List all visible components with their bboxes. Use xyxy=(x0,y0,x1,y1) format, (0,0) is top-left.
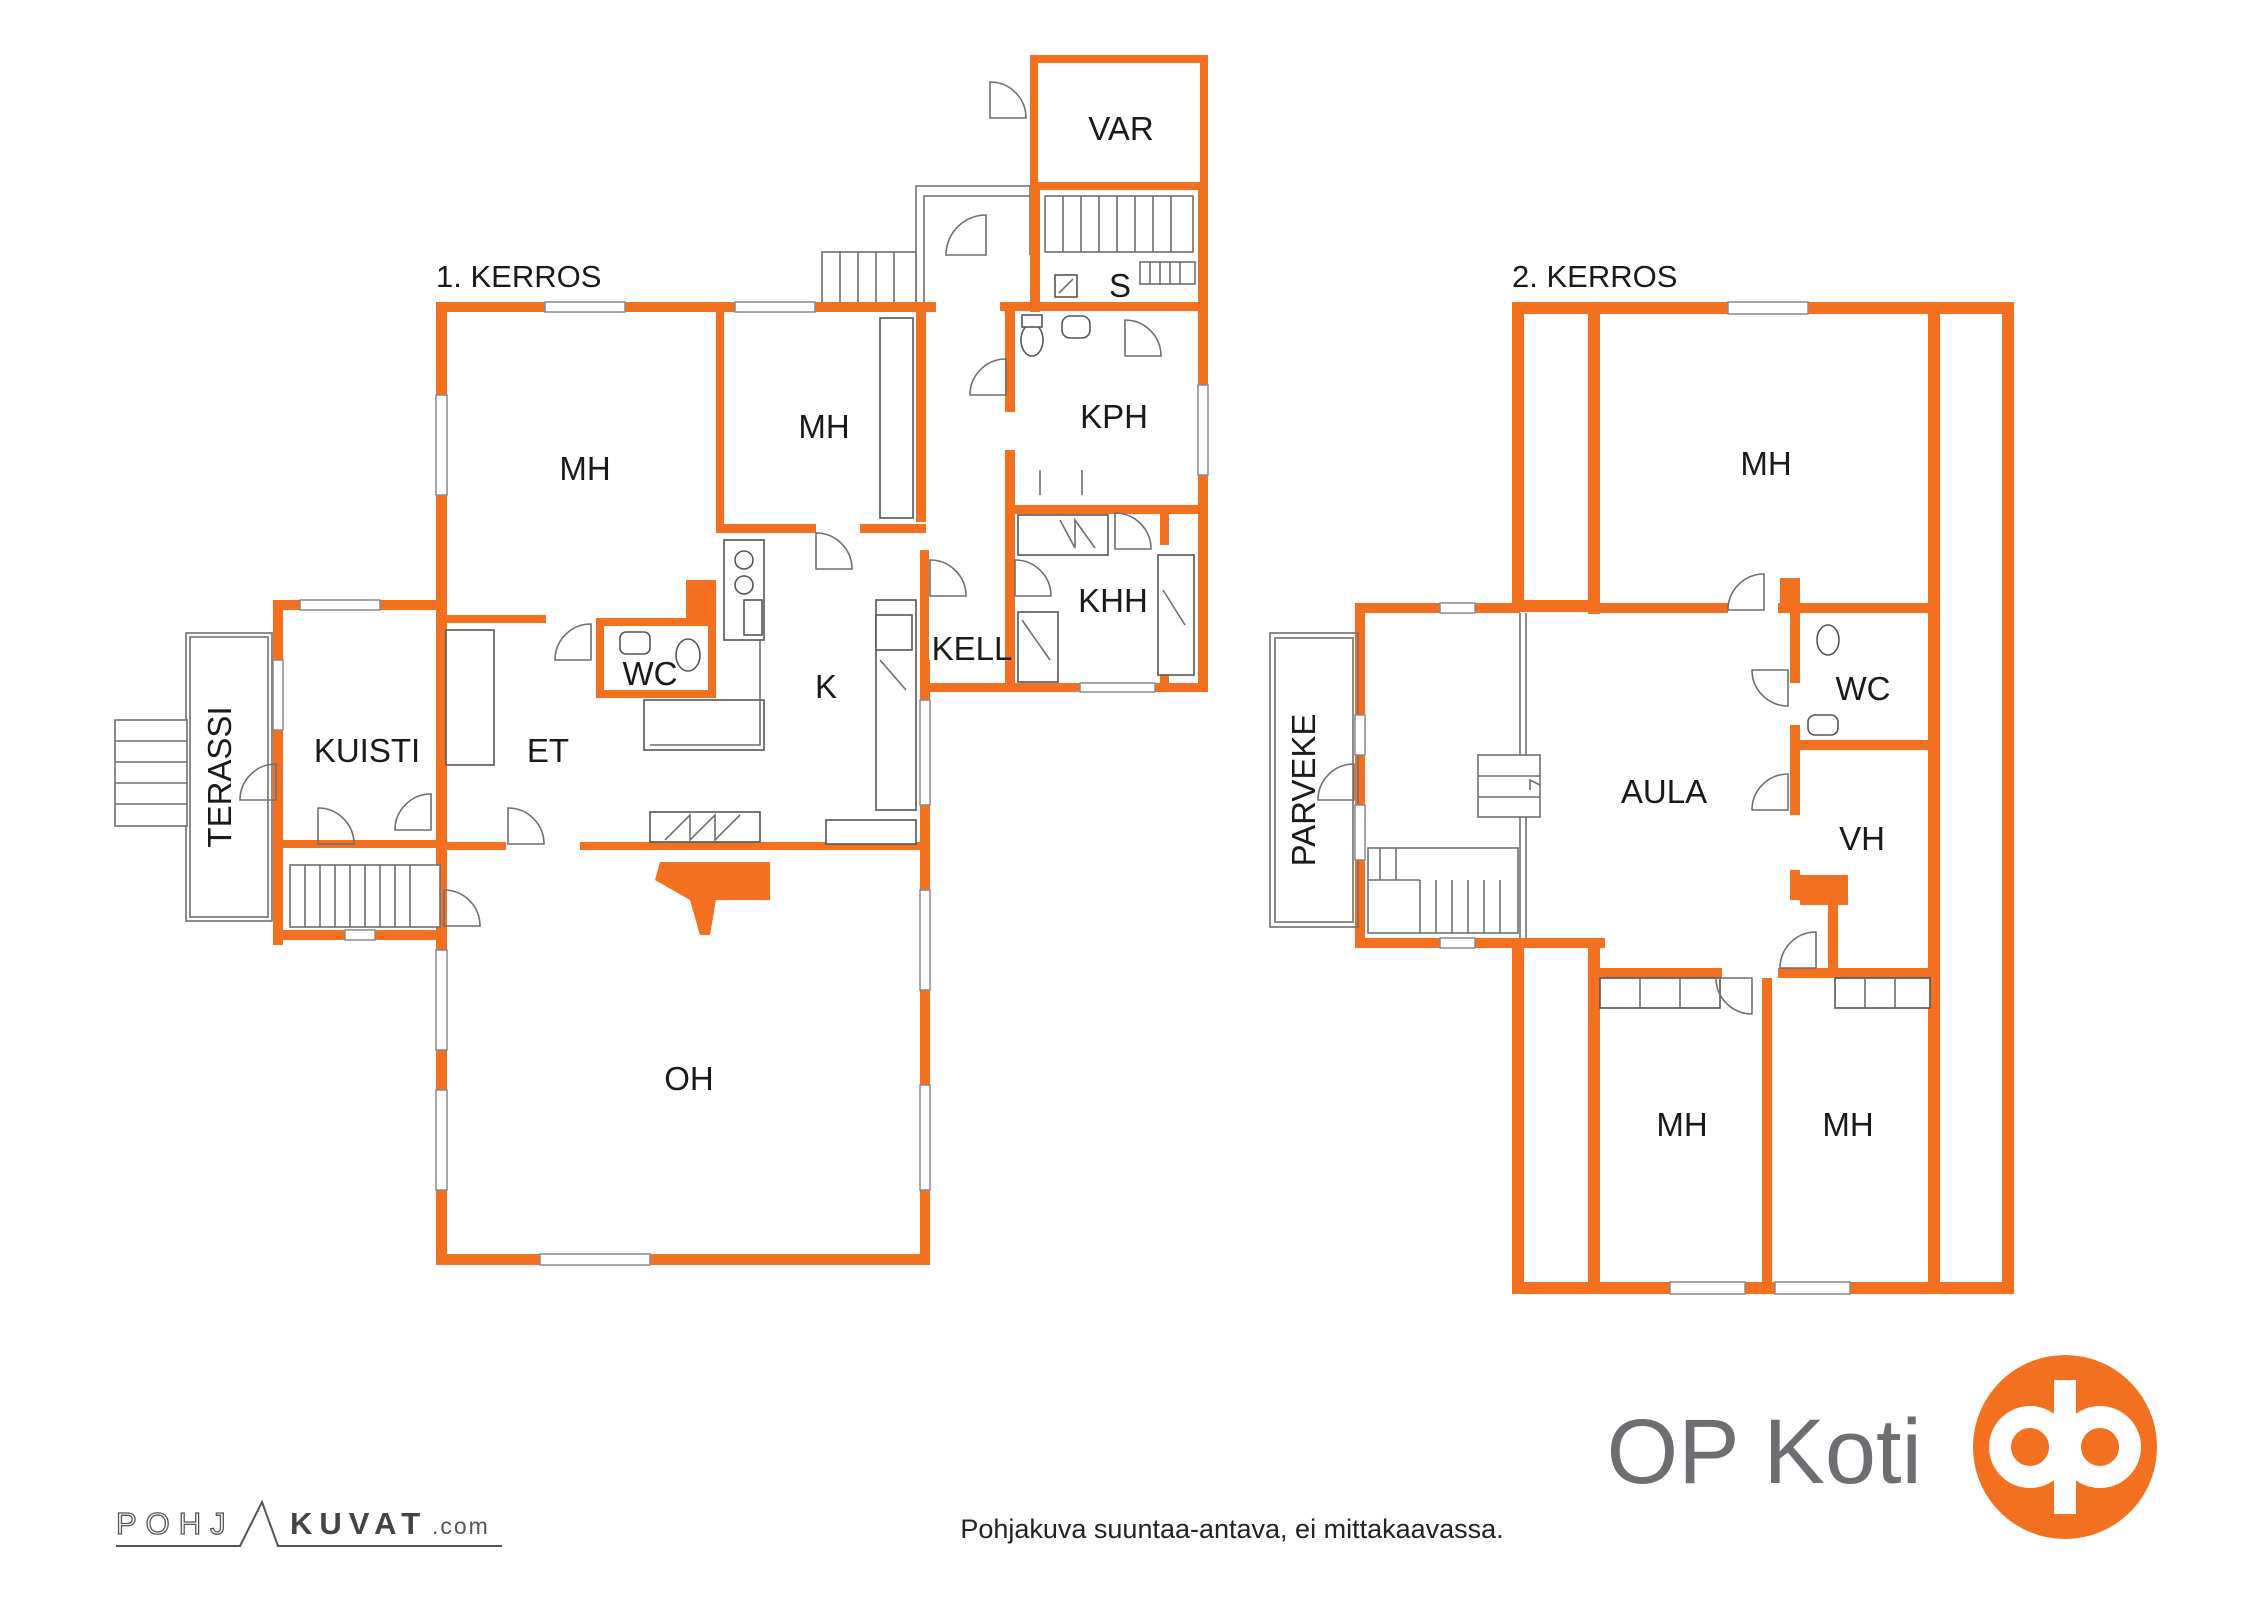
room-oh: OH xyxy=(664,1060,714,1097)
room-kph: KPH xyxy=(1080,398,1148,435)
credit-left-text: POHJ xyxy=(116,1506,235,1541)
first-floor-title: 1. KERROS xyxy=(436,259,601,294)
room-aula: AULA xyxy=(1621,773,1707,810)
entry-stairs xyxy=(821,251,917,305)
second-floor-plan: 2. KERROS MH WC AULA VH PARVEKE MH MH xyxy=(1269,259,2014,1295)
first-floor-fixtures xyxy=(239,81,1196,928)
room-mh-bottom-left: MH xyxy=(1656,1106,1707,1143)
second-floor-windows xyxy=(1354,301,1851,1295)
terrace-stairs xyxy=(114,719,188,827)
second-floor-walls xyxy=(1355,302,2014,1294)
credit-suffix-text: .com xyxy=(432,1513,490,1539)
room-var: VAR xyxy=(1088,110,1153,147)
second-floor-fixtures xyxy=(1317,573,1931,1015)
balcony-outline xyxy=(1269,632,1359,928)
room-parveke: PARVEKE xyxy=(1285,714,1322,867)
room-wc-first: WC xyxy=(623,655,678,692)
pohjakuvat-logo: POHJ KUVAT .com xyxy=(115,1499,502,1547)
room-terassi: TERASSI xyxy=(201,706,238,847)
room-k: K xyxy=(815,668,837,705)
brand-text: OP Koti xyxy=(1607,1401,1922,1503)
fireplace xyxy=(655,862,770,935)
op-logo xyxy=(1973,1355,2157,1539)
room-kuisti: KUISTI xyxy=(314,732,420,769)
sink xyxy=(1061,315,1091,339)
toilet xyxy=(1020,323,1044,357)
room-mh-mid: MH xyxy=(798,408,849,445)
room-wc-second: WC xyxy=(1836,670,1891,707)
room-vh: VH xyxy=(1839,820,1885,857)
second-floor-title: 2. KERROS xyxy=(1512,259,1677,294)
room-s: S xyxy=(1109,267,1131,304)
credit-right-text: KUVAT xyxy=(290,1506,427,1541)
room-mh-bottom-right: MH xyxy=(1822,1106,1873,1143)
footer: Pohjakuva suuntaa-antava, ei mittakaavas… xyxy=(115,1355,2157,1547)
first-floor-windows xyxy=(272,301,1209,1266)
room-et: ET xyxy=(527,732,569,769)
room-mh-top: MH xyxy=(1740,445,1791,482)
room-kell: KELL xyxy=(932,630,1013,667)
outer-thin-lines xyxy=(114,185,1031,922)
room-khh: KHH xyxy=(1078,582,1148,619)
first-floor-plan: 1. KERROS VAR S MH MH KPH KHH KELL WC K … xyxy=(114,55,1209,1266)
disclaimer-text: Pohjakuva suuntaa-antava, ei mittakaavas… xyxy=(960,1514,1503,1544)
room-mh-left: MH xyxy=(559,450,610,487)
